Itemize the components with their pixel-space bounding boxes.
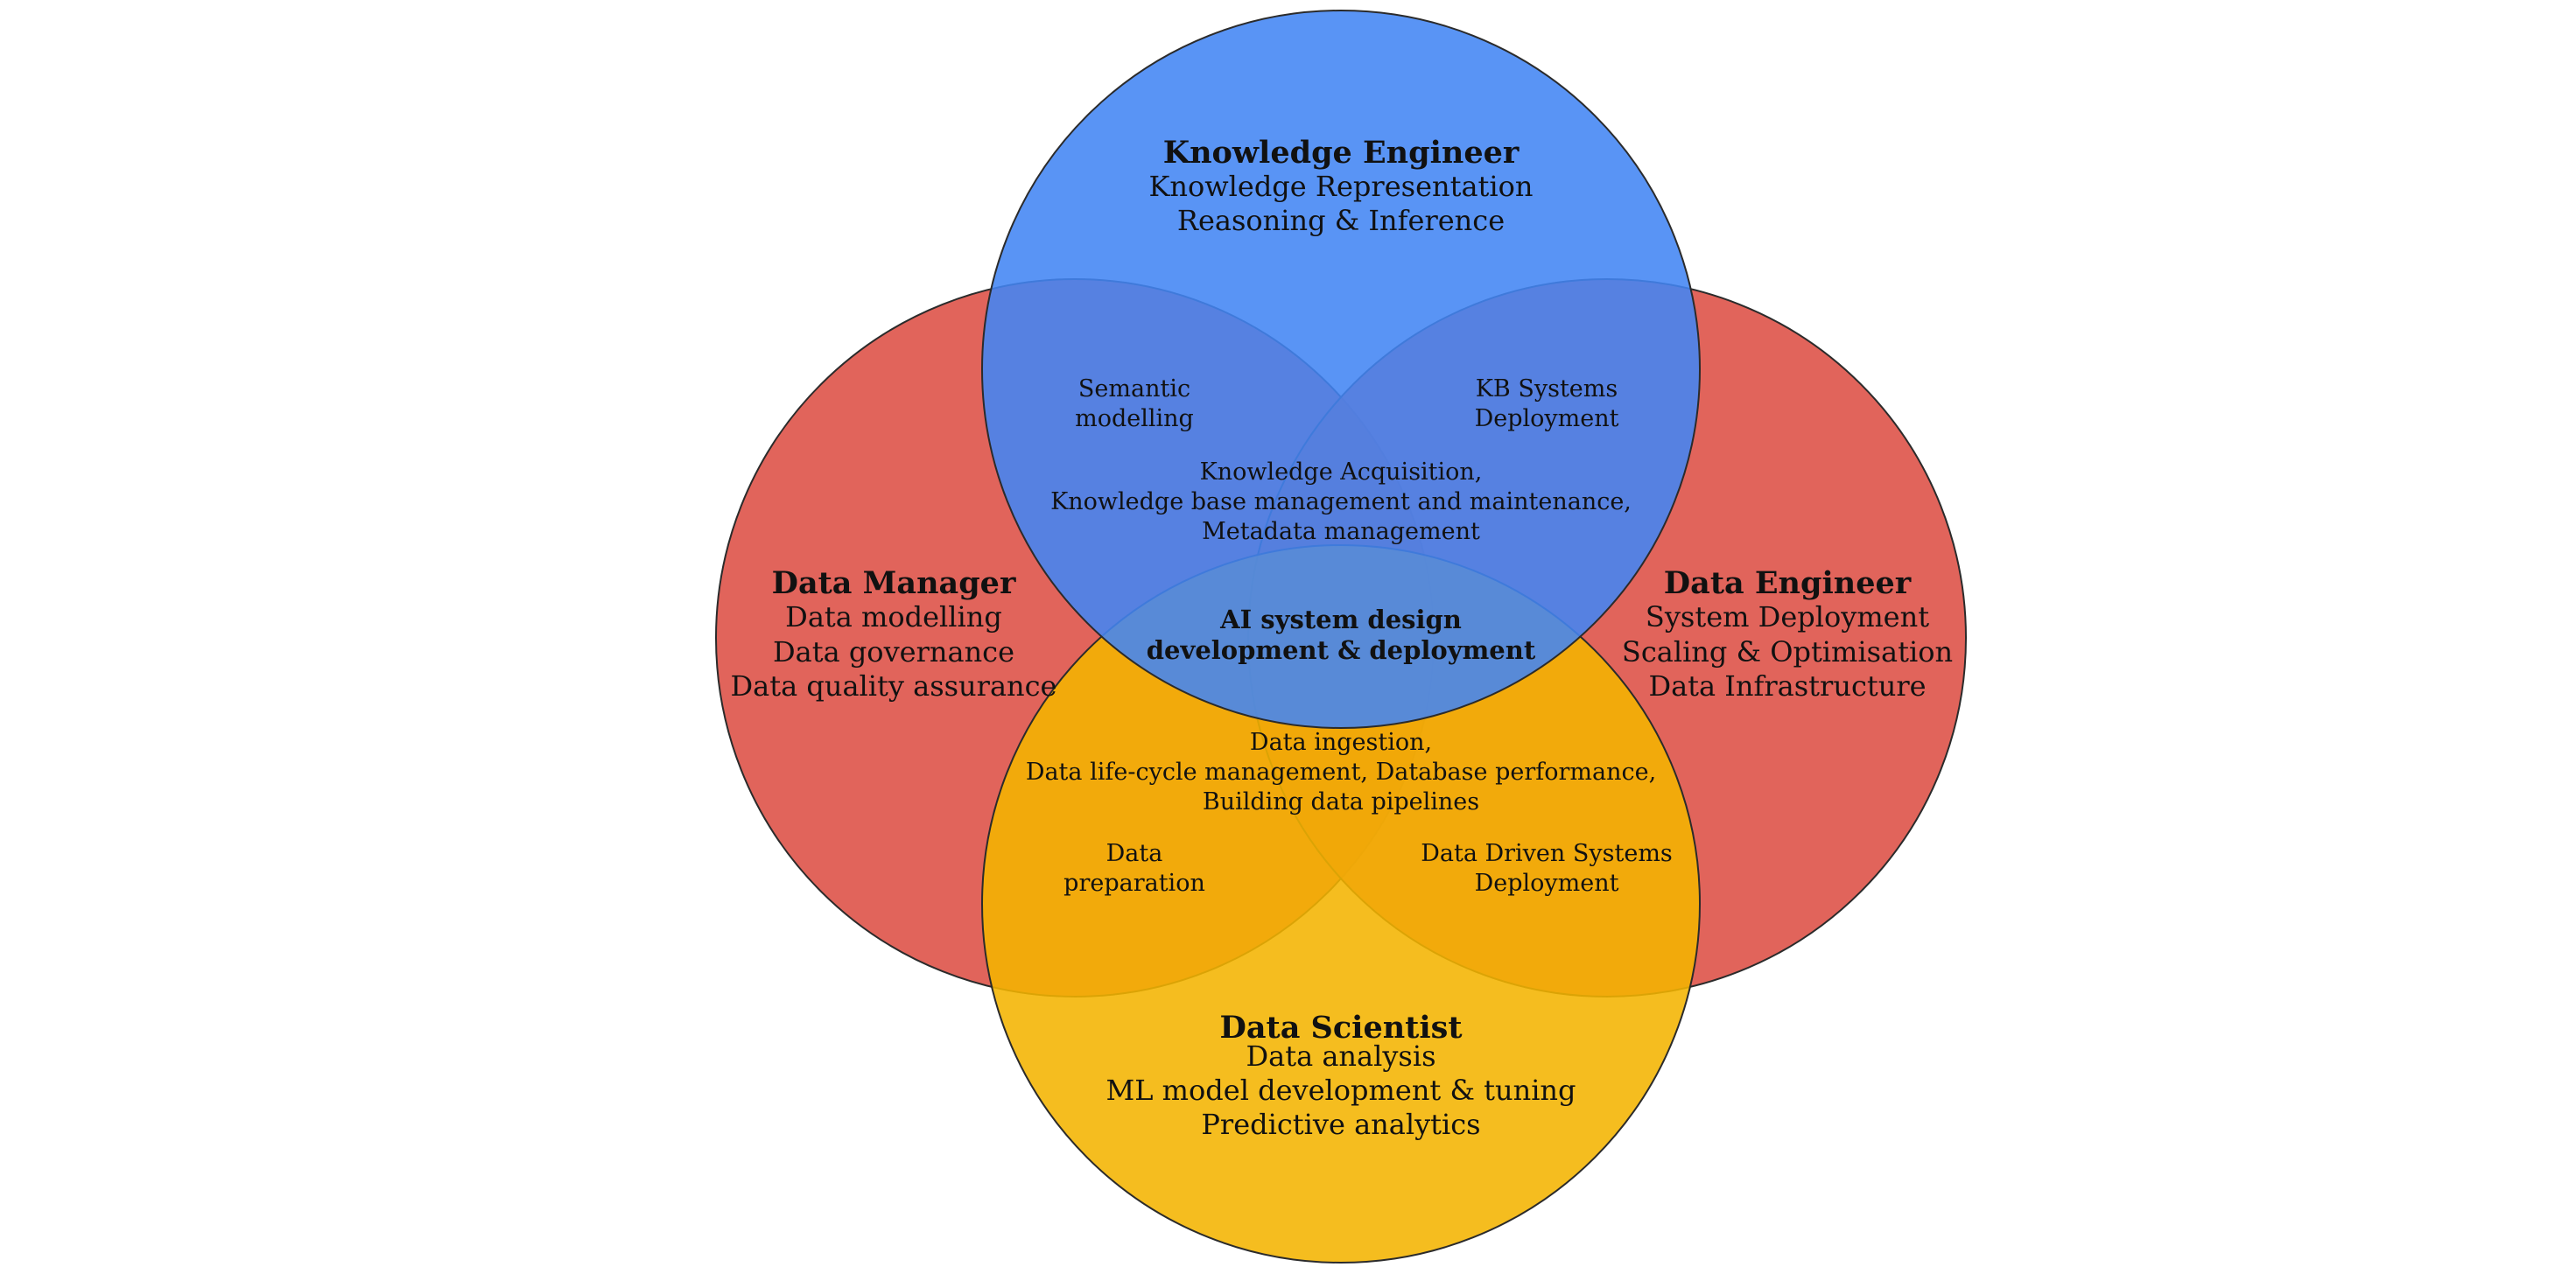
data-manager-line: Data modelling — [785, 600, 1002, 634]
knowledge-engineer-label: Knowledge Engineer Knowledge Representat… — [1148, 135, 1533, 237]
data-manager-line: Data quality assurance — [731, 669, 1057, 703]
overlap-line: Semantic — [1078, 375, 1190, 402]
data-scientist-line: Data analysis — [1246, 1040, 1436, 1073]
data-engineer-line: System Deployment — [1646, 600, 1929, 634]
data-manager-line: Data governance — [773, 635, 1014, 668]
knowledge-acquisition-label: Knowledge Acquisition, Knowledge base ma… — [1050, 458, 1632, 545]
knowledge-engineer-title: Knowledge Engineer — [1163, 135, 1520, 171]
data-ingestion-label: Data ingestion, Data life-cycle manageme… — [1026, 729, 1656, 816]
overlap-line: Data Driven Systems — [1421, 840, 1673, 867]
semantic-modelling-label: Semantic modelling — [1075, 375, 1194, 432]
overlap-line: modelling — [1075, 405, 1194, 432]
overlap-line: Knowledge Acquisition, — [1200, 458, 1483, 486]
data-engineer-line: Scaling & Optimisation — [1622, 635, 1953, 668]
overlap-line: Data ingestion, — [1250, 729, 1432, 756]
data-scientist-line: Predictive analytics — [1201, 1108, 1480, 1141]
overlap-line: Deployment — [1475, 405, 1619, 432]
data-engineer-line: Data Infrastructure — [1648, 669, 1926, 703]
data-scientist-title: Data Scientist — [1220, 1010, 1463, 1046]
overlap-line: Knowledge base management and maintenanc… — [1050, 488, 1632, 515]
data-scientist-label: Data Scientist Data analysis ML model de… — [1106, 1010, 1576, 1141]
overlap-line: KB Systems — [1476, 375, 1618, 402]
data-manager-title: Data Manager — [772, 565, 1016, 601]
core-line: development & deployment — [1147, 635, 1536, 665]
knowledge-engineer-line: Knowledge Representation — [1148, 170, 1533, 203]
kb-systems-deployment-label: KB Systems Deployment — [1475, 375, 1619, 432]
overlap-line: Metadata management — [1202, 518, 1480, 545]
overlap-line: Deployment — [1475, 870, 1619, 897]
overlap-line: Data life-cycle management, Database per… — [1026, 759, 1656, 786]
overlap-line: preparation — [1063, 870, 1205, 897]
core-line: AI system design — [1219, 605, 1462, 634]
knowledge-engineer-line: Reasoning & Inference — [1177, 204, 1505, 237]
knowledge-engineer-circle — [981, 10, 1701, 729]
core-label: AI system design development & deploymen… — [1147, 605, 1536, 665]
data-preparation-label: Data preparation — [1063, 840, 1205, 897]
overlap-line: Building data pipelines — [1203, 788, 1479, 816]
overlap-line: Data — [1106, 840, 1163, 867]
data-driven-deployment-label: Data Driven Systems Deployment — [1421, 840, 1673, 897]
data-engineer-label: Data Engineer System Deployment Scaling … — [1622, 565, 1953, 703]
data-manager-label: Data Manager Data modelling Data governa… — [731, 565, 1057, 703]
data-engineer-title: Data Engineer — [1664, 565, 1912, 601]
data-scientist-line: ML model development & tuning — [1106, 1074, 1576, 1107]
